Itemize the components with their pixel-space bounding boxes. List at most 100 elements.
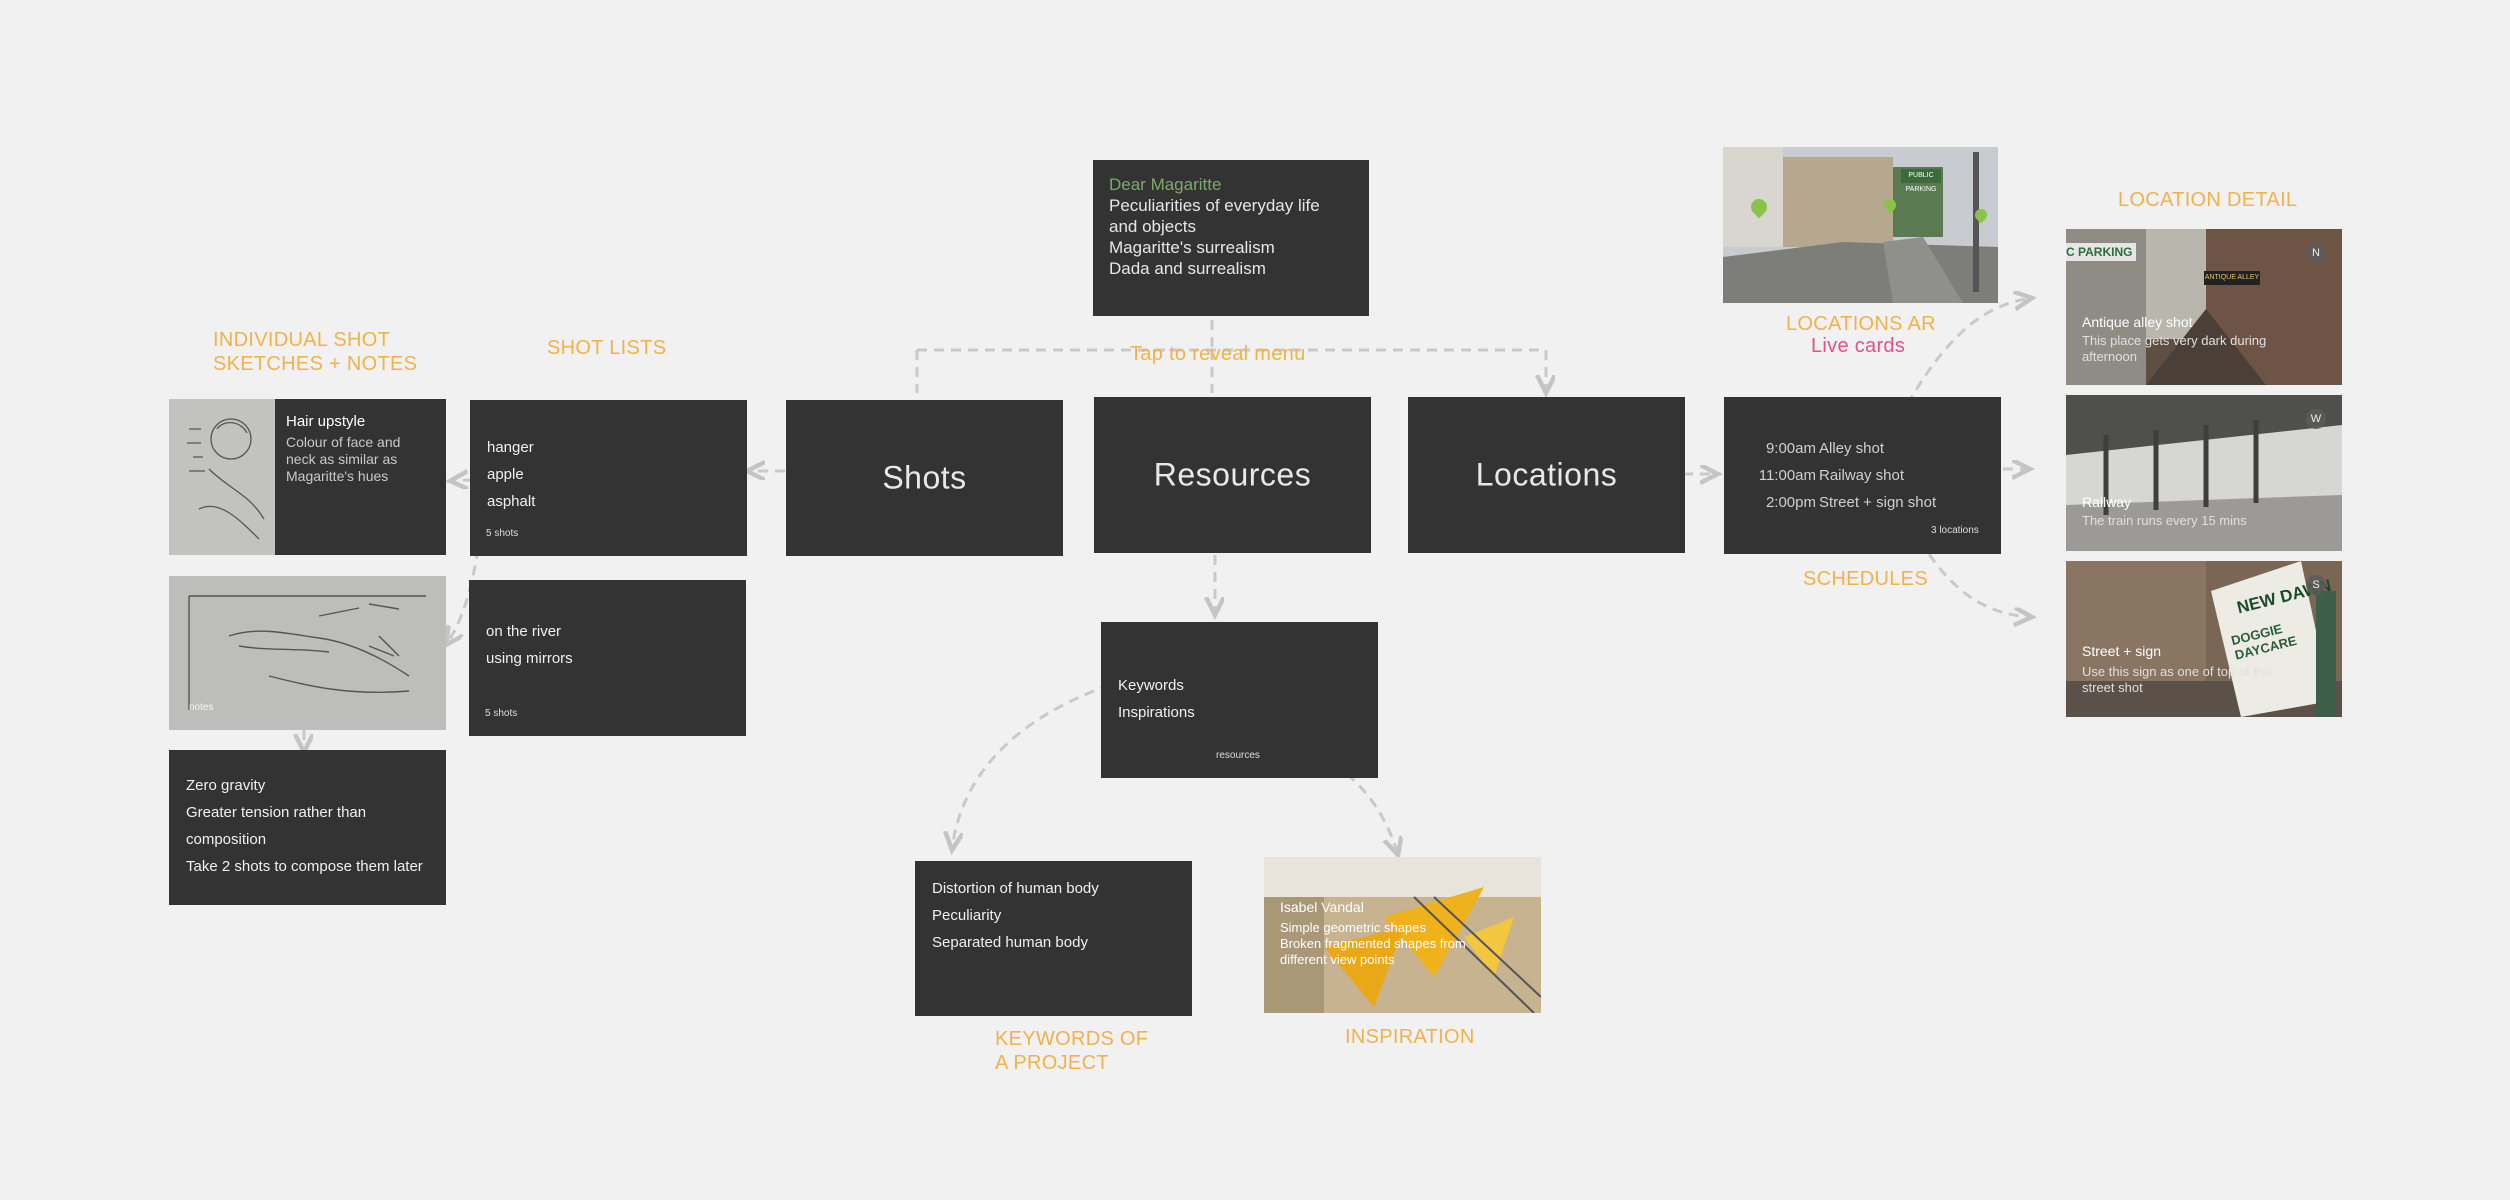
shots-menu-label: Shots xyxy=(882,459,967,496)
schedule-time: 9:00am xyxy=(1765,440,1816,457)
locations-ar-label: LOCATIONS AR xyxy=(1786,313,1936,335)
figure-sketch-icon xyxy=(188,595,426,710)
shot-list-card-2[interactable]: on the river using mirrors 5 shots xyxy=(469,580,746,736)
keyword-item: Distortion of human body xyxy=(932,880,1099,897)
locations-menu-card[interactable]: Locations xyxy=(1408,397,1685,553)
individual-shot-label: INDIVIDUAL SHOT SKETCHES + NOTES xyxy=(213,328,417,376)
inspiration-lines: Simple geometric shapes Broken fragmente… xyxy=(1280,920,1466,968)
schedule-row[interactable]: 2:00pm Street + sign shot xyxy=(1724,489,2001,516)
sketch-caption: notes xyxy=(189,702,214,713)
resource-card-heading: Dear Magaritte xyxy=(1109,175,1222,194)
location-detail-title: Antique alley shot xyxy=(2082,314,2193,330)
note-line: Zero gravity xyxy=(186,777,266,794)
keywords-card[interactable]: Distortion of human body Peculiarity Sep… xyxy=(915,861,1192,1016)
location-detail-title: Railway xyxy=(2082,494,2132,510)
shot-list-card-1[interactable]: hanger apple asphalt 5 shots xyxy=(470,400,747,556)
location-detail-note: Use this sign as one of top of this stre… xyxy=(2082,664,2274,696)
resource-item-keywords[interactable]: Keywords xyxy=(1118,677,1184,694)
schedule-time: 11:00am xyxy=(1758,467,1816,484)
sketch-image xyxy=(169,399,275,555)
compass-badge: W xyxy=(2306,409,2326,429)
shot-list-item: asphalt xyxy=(487,493,536,510)
locations-ar-photo[interactable]: PUBLIC PARKING xyxy=(1723,147,1998,303)
resource-line: Dada and surrealism xyxy=(1109,259,1266,278)
location-note-line: street shot xyxy=(2082,680,2143,695)
location-note-line: The train runs every 15 mins xyxy=(2082,513,2247,528)
geometric-art-image xyxy=(1264,857,1541,1013)
schedules-label: SCHEDULES xyxy=(1803,568,1928,590)
inspiration-line: Broken fragmented shapes from xyxy=(1280,936,1466,951)
locations-menu-label: Locations xyxy=(1475,456,1618,493)
shots-menu-card[interactable]: Shots xyxy=(786,400,1063,556)
magaritte-resource-card[interactable]: Dear Magaritte Peculiarities of everyday… xyxy=(1093,160,1369,316)
public-parking-sign: PUBLIC PARKING xyxy=(1901,169,1941,193)
sketch-note-line: neck as similar as xyxy=(286,451,398,467)
schedule-name: Alley shot xyxy=(1819,440,1885,457)
schedule-row[interactable]: 11:00am Railway shot xyxy=(1724,462,2001,489)
location-detail-note: This place gets very dark during afterno… xyxy=(2082,333,2266,365)
schedule-row[interactable]: 9:00am Alley shot xyxy=(1724,435,2001,462)
schedule-rows: 9:00am Alley shot 11:00am Railway shot 2… xyxy=(1724,435,2001,516)
sketch-card-1[interactable]: Hair upstyle Colour of face and neck as … xyxy=(169,399,446,555)
resource-line: Magaritte's surrealism xyxy=(1109,238,1275,257)
keywords-label-line2: A PROJECT xyxy=(995,1052,1109,1074)
connector-schedule-to-detail-bot xyxy=(1918,539,2032,617)
location-detail-label: LOCATION DETAIL xyxy=(2118,189,2298,211)
connector-resources-to-keywords xyxy=(952,683,1111,850)
sketch-note-line: Magaritte's hues xyxy=(286,468,389,484)
note-line: composition xyxy=(186,831,267,848)
parking-street-image xyxy=(1723,147,1998,303)
schedule-name: Street + sign shot xyxy=(1819,494,1937,511)
schedule-time: 2:00pm xyxy=(1765,494,1816,511)
shot-list-item: on the river xyxy=(486,623,562,640)
resource-line: and objects xyxy=(1109,217,1196,236)
notes-card[interactable]: Zero gravity Greater tension rather than… xyxy=(169,750,446,905)
schedule-card[interactable]: 9:00am Alley shot 11:00am Railway shot 2… xyxy=(1724,397,2001,554)
shot-list-item: hanger xyxy=(487,439,534,456)
sketch-note-line: Colour of face and xyxy=(286,434,401,450)
location-detail-note: The train runs every 15 mins xyxy=(2082,513,2247,529)
inspiration-card[interactable]: Isabel Vandal Simple geometric shapes Br… xyxy=(1264,857,1541,1013)
individual-shot-label-line2: SKETCHES + NOTES xyxy=(213,353,418,375)
location-detail-card-street[interactable]: NEW DAWN DOGGIE DAYCARE S Street + sign … xyxy=(2066,561,2342,717)
resources-menu-card[interactable]: Resources xyxy=(1094,397,1371,553)
location-detail-card-alley[interactable]: C PARKING ANTIQUE ALLEY N Antique alley … xyxy=(2066,229,2342,385)
alley-photo-image xyxy=(2066,229,2342,385)
location-note-line: afternoon xyxy=(2082,349,2137,364)
location-note-line: This place gets very dark during xyxy=(2082,333,2267,348)
inspiration-line: Simple geometric shapes xyxy=(1280,920,1426,935)
location-count: 3 locations xyxy=(1931,525,1979,536)
resources-card[interactable]: Keywords Inspirations resources xyxy=(1101,622,1378,778)
shot-list-item: using mirrors xyxy=(486,650,573,667)
resource-item-inspirations[interactable]: Inspirations xyxy=(1118,704,1195,721)
compass-badge: N xyxy=(2306,243,2326,263)
c-parking-sign: C PARKING xyxy=(2066,243,2136,261)
sketch-card-2[interactable]: notes xyxy=(169,576,446,730)
sketch-title: Hair upstyle xyxy=(286,413,366,430)
schedule-name: Railway shot xyxy=(1819,467,1905,484)
keywords-label-line1: KEYWORDS OF xyxy=(995,1028,1149,1050)
shot-count: 5 shots xyxy=(486,528,519,539)
location-detail-card-railway[interactable]: W Railway The train runs every 15 mins xyxy=(2066,395,2342,551)
individual-shot-label-line1: INDIVIDUAL SHOT xyxy=(213,329,391,351)
street-sign-photo-image xyxy=(2066,561,2342,717)
live-cards-label: Live cards xyxy=(1811,335,1906,357)
compass-badge: S xyxy=(2306,575,2326,595)
keyword-item: Peculiarity xyxy=(932,907,1002,924)
note-line: Take 2 shots to compose them later xyxy=(186,858,423,875)
resource-card-lines: Peculiarities of everyday life and objec… xyxy=(1109,195,1353,279)
sketch-note: Colour of face and neck as similar as Ma… xyxy=(286,434,400,485)
railway-photo-image xyxy=(2066,395,2342,551)
keywords-of-project-label: KEYWORDS OF A PROJECT xyxy=(995,1027,1148,1075)
keyword-item: Separated human body xyxy=(932,934,1088,951)
inspiration-title: Isabel Vandal xyxy=(1280,899,1364,915)
location-note-line: Use this sign as one of top of this xyxy=(2082,664,2274,679)
tap-to-reveal-label: Tap to reveal menu xyxy=(1130,343,1306,365)
resources-menu-label: Resources xyxy=(1153,456,1312,493)
connector-top-to-menu xyxy=(915,320,1546,393)
location-detail-title: Street + sign xyxy=(2082,643,2161,659)
antique-alley-sign: ANTIQUE ALLEY xyxy=(2204,271,2260,285)
note-line: Greater tension rather than xyxy=(186,804,367,821)
shot-lists-label: SHOT LISTS xyxy=(547,337,667,359)
inspiration-label: INSPIRATION xyxy=(1345,1026,1475,1048)
